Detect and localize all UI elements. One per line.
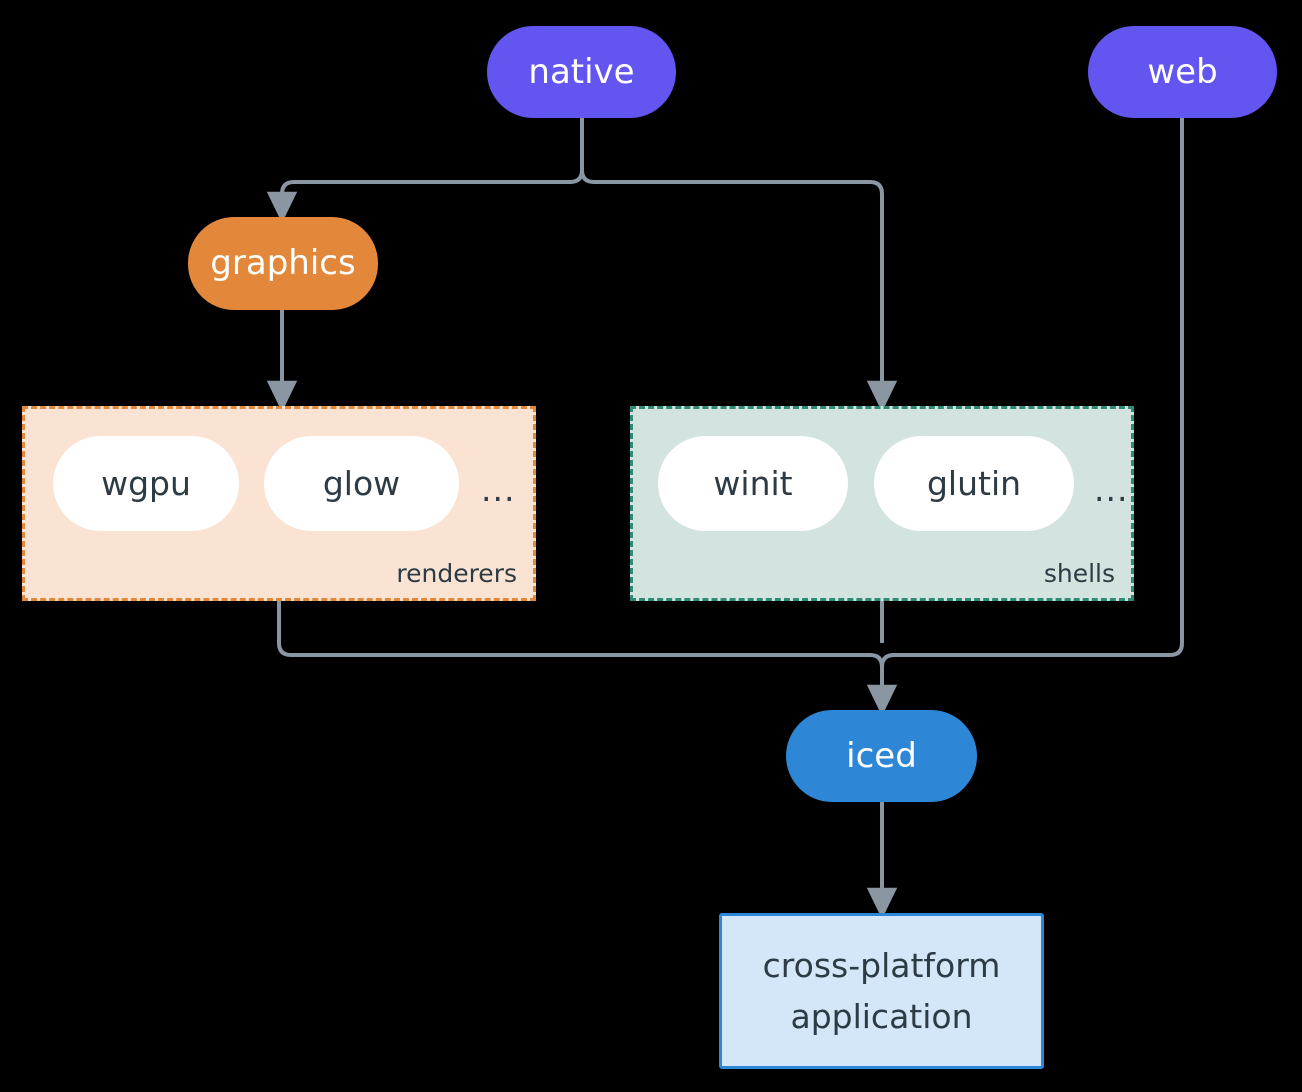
- leaf-glutin[interactable]: glutin: [874, 436, 1074, 531]
- edge-native-bus-right: [580, 169, 595, 184]
- node-application-label-line2: application: [790, 997, 973, 1036]
- node-application-label-line1: cross-platform: [762, 945, 1001, 985]
- edge-native-to-shells: [594, 180, 898, 413]
- node-application[interactable]: cross-platform application: [719, 913, 1044, 1069]
- edge-native-to-graphics: [266, 180, 570, 224]
- cluster-shells: winit glutin ... shells: [630, 406, 1134, 601]
- renderers-overflow-ellipsis: ...: [481, 470, 516, 509]
- cluster-renderers: wgpu glow ... renderers: [22, 406, 536, 601]
- leaf-glow[interactable]: glow: [264, 436, 459, 531]
- node-web[interactable]: web: [1088, 26, 1277, 118]
- node-graphics[interactable]: graphics: [188, 217, 378, 310]
- shells-overflow-ellipsis: ...: [1094, 470, 1129, 509]
- node-native[interactable]: native: [487, 26, 676, 118]
- cluster-shells-label: shells: [1043, 559, 1115, 588]
- leaf-winit-label: winit: [713, 464, 793, 503]
- leaf-winit[interactable]: winit: [658, 436, 848, 531]
- leaf-wgpu-label: wgpu: [101, 464, 191, 503]
- cluster-renderers-label: renderers: [396, 559, 517, 588]
- leaf-glutin-label: glutin: [926, 464, 1022, 503]
- edge-bus-merge-left: [869, 653, 884, 668]
- edge-bus-merge-right: [880, 653, 895, 668]
- edge-native-bus: [569, 118, 584, 184]
- node-web-label: web: [1147, 51, 1218, 92]
- node-iced-label: iced: [846, 735, 917, 776]
- node-native-label: native: [528, 51, 635, 92]
- leaf-glow-label: glow: [322, 464, 401, 503]
- edge-renderers-to-bus: [277, 601, 870, 657]
- node-graphics-label: graphics: [210, 243, 356, 284]
- node-iced[interactable]: iced: [786, 710, 977, 802]
- leaf-wgpu[interactable]: wgpu: [53, 436, 239, 531]
